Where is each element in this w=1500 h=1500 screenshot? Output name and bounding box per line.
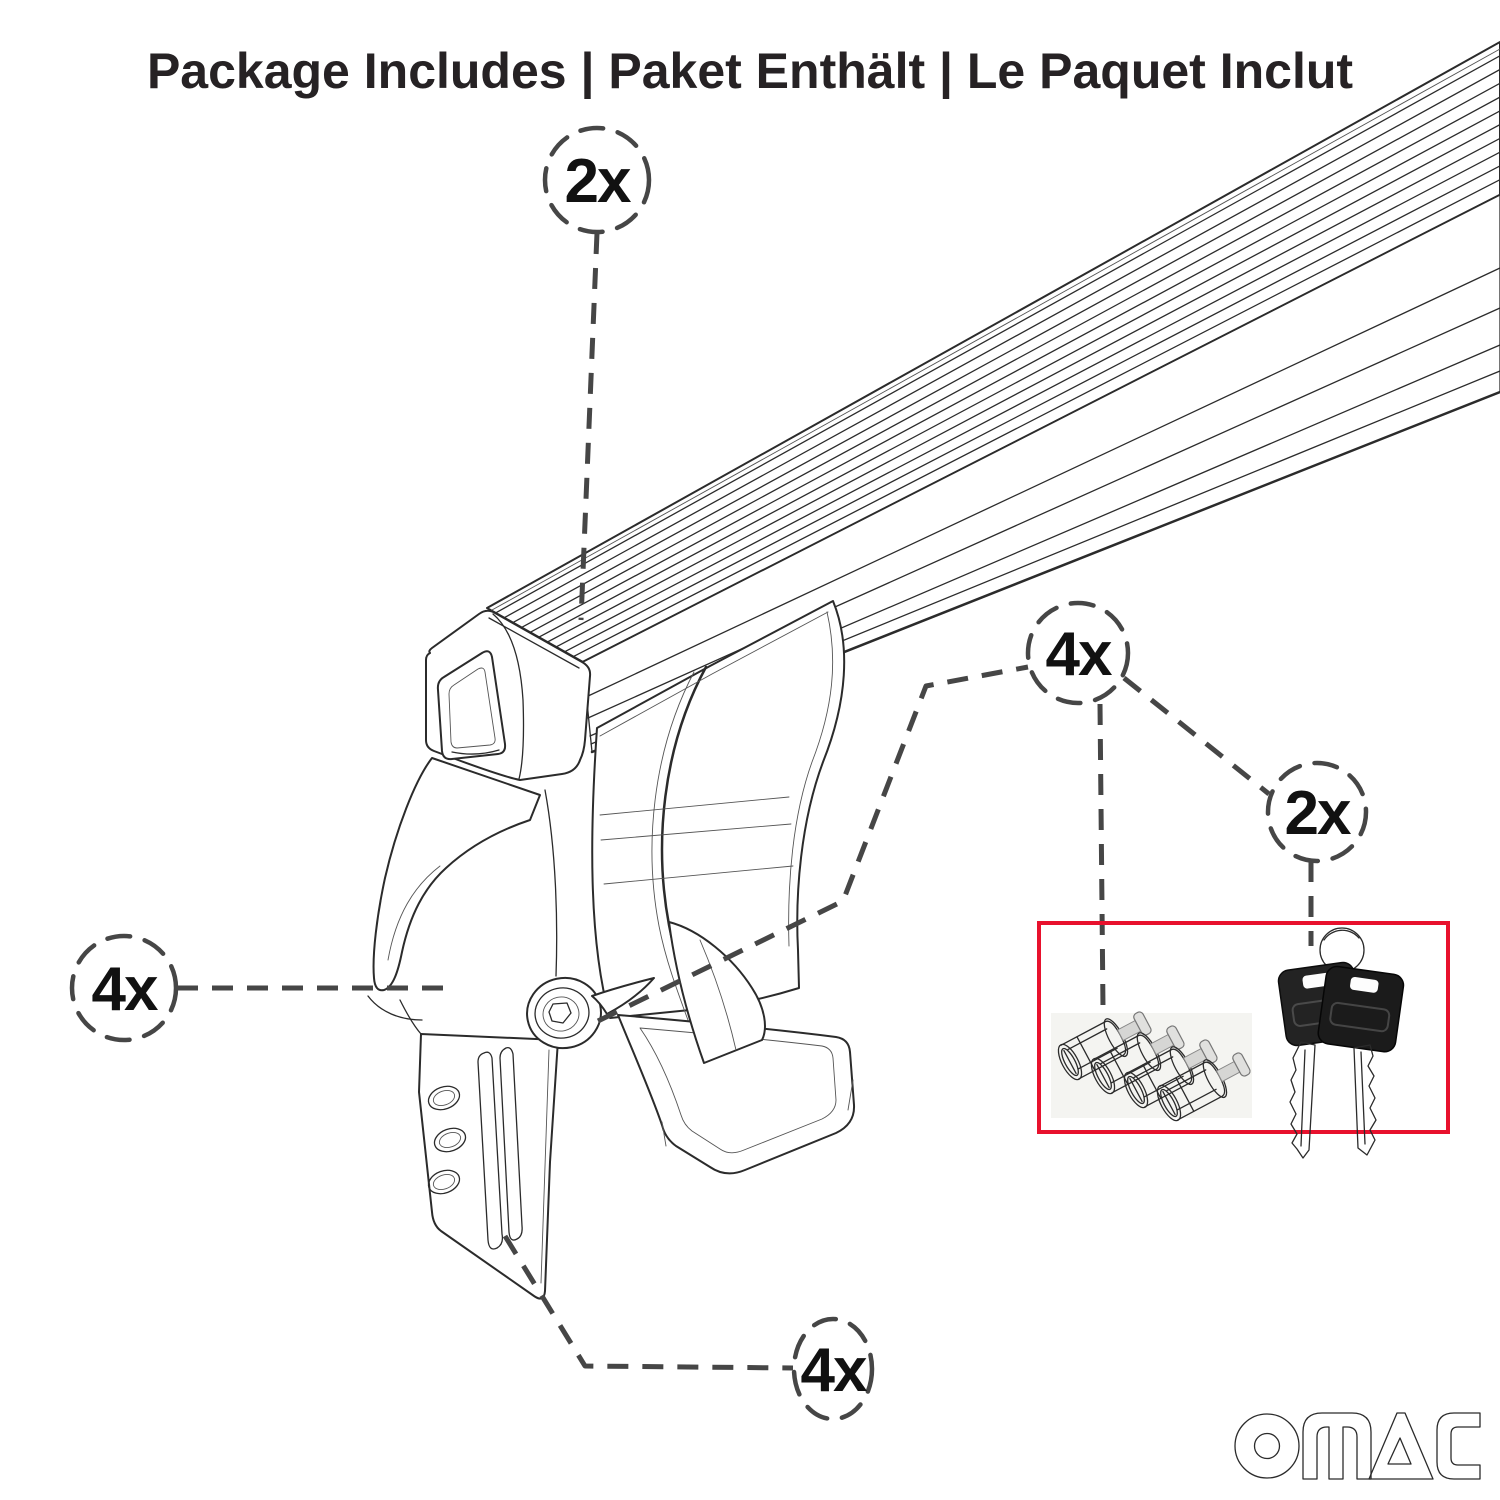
crossbar-qty-label: 2x	[565, 147, 632, 216]
key-qty-label: 2x	[1285, 779, 1352, 848]
callout-foot-qty: 4x	[69, 933, 444, 1043]
mounting-foot-illustration	[367, 600, 856, 1300]
omac-logo: OM AC	[1234, 1412, 1481, 1480]
crossbar-illustration	[486, 41, 1500, 754]
lock-cylinder-qty-label: 4x	[1046, 620, 1113, 689]
page-title: Package Includes | Paket Enthält | Le Pa…	[147, 43, 1353, 100]
keys-photo	[1277, 927, 1405, 1159]
hardware-box-border	[1037, 921, 1450, 1134]
crossbar-end-cap	[425, 609, 592, 781]
hardware-box	[1037, 921, 1450, 1159]
callout-lock-cylinder-qty: 4x	[596, 600, 1271, 1024]
callout-crossbar-qty: 2x	[542, 125, 652, 621]
callout-bracket-qty: 4x	[502, 1234, 875, 1422]
callout-key-qty: 2x	[1265, 760, 1369, 946]
bracket-qty-label: 4x	[801, 1336, 868, 1405]
foot-qty-label: 4x	[92, 955, 159, 1024]
lock-cylinders-photo	[1051, 1001, 1257, 1126]
